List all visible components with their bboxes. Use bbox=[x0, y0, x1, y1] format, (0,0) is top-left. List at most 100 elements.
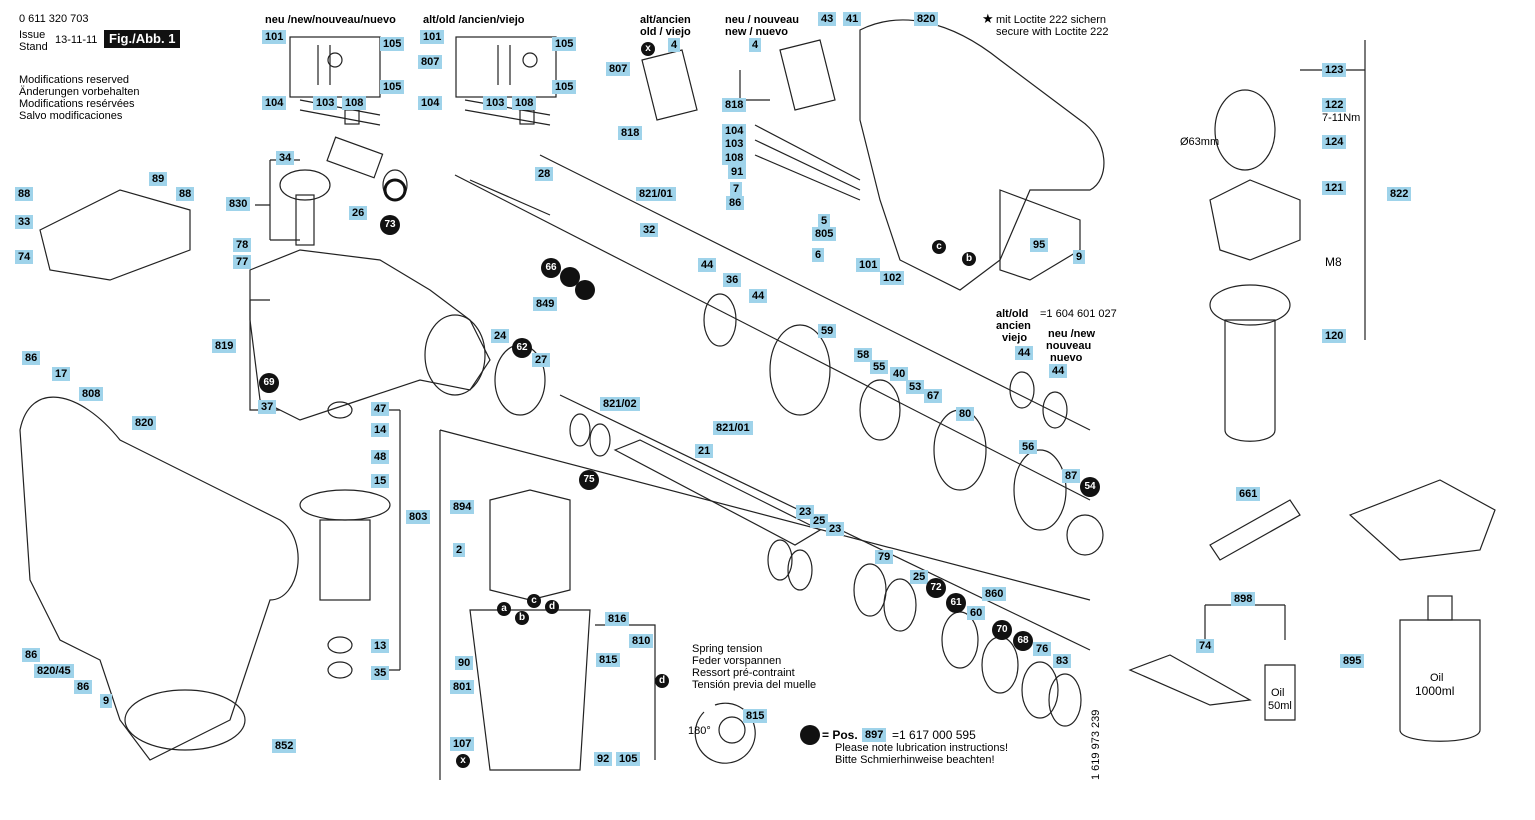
callout-9: 9 bbox=[100, 694, 113, 708]
callout-77: 77 bbox=[233, 255, 252, 269]
letter-dot-c: c bbox=[932, 240, 946, 254]
issue-date: 13-11-11 bbox=[55, 34, 98, 46]
callout-21: 21 bbox=[695, 444, 714, 458]
footnote-line: Please note lubrication instructions! bbox=[835, 742, 1009, 754]
callout-104: 104 bbox=[722, 124, 747, 138]
spring-tension-line: Tensión previa del muelle bbox=[692, 679, 817, 691]
callout-105: 105 bbox=[616, 752, 641, 766]
callout-48: 48 bbox=[371, 450, 390, 464]
callout-36: 36 bbox=[723, 273, 742, 287]
switch-old bbox=[641, 49, 698, 121]
dot-72: 72 bbox=[926, 578, 946, 598]
callout-819: 819 bbox=[212, 339, 237, 353]
callout-86: 86 bbox=[74, 680, 93, 694]
callout-849: 849 bbox=[533, 297, 558, 311]
callout-14: 14 bbox=[371, 423, 390, 437]
footnote-pos-number: 897 bbox=[862, 728, 887, 742]
callout-108: 108 bbox=[512, 96, 537, 110]
handle-disc bbox=[1209, 284, 1291, 326]
brush-holder-801 bbox=[469, 609, 591, 771]
callout-67: 67 bbox=[924, 389, 943, 403]
callout-122: 122 bbox=[1322, 98, 1347, 112]
new-ring-header: nouveau bbox=[1046, 340, 1092, 352]
new-ring-header: nuevo bbox=[1050, 352, 1083, 364]
lub-dot-1 bbox=[560, 267, 580, 287]
grease-tube-661 bbox=[1209, 499, 1301, 561]
dot-69: 69 bbox=[259, 373, 279, 393]
lub-dot-2 bbox=[575, 280, 595, 300]
oil-small-label: Oil bbox=[1271, 687, 1285, 699]
mods-line: Modifications reserved bbox=[19, 74, 130, 86]
callout-860: 860 bbox=[982, 587, 1007, 601]
callout-818: 818 bbox=[722, 98, 747, 112]
callout-15: 15 bbox=[371, 474, 390, 488]
callout-821-02: 821/02 bbox=[600, 397, 640, 411]
callout-86: 86 bbox=[22, 648, 41, 662]
footnote-part-number: =1 617 000 595 bbox=[892, 728, 976, 742]
callout-78: 78 bbox=[233, 238, 252, 252]
callout-87: 87 bbox=[1062, 469, 1081, 483]
torque-label: 7-11Nm bbox=[1322, 112, 1361, 124]
old-ring-number: =1 604 601 027 bbox=[1040, 308, 1117, 320]
callout-4: 4 bbox=[749, 38, 762, 52]
callout-852: 852 bbox=[272, 739, 297, 753]
clamp-band-123 bbox=[1214, 89, 1276, 171]
dot-54: 54 bbox=[1080, 477, 1100, 497]
part-number: 0 611 320 703 bbox=[19, 13, 89, 25]
callout-44: 44 bbox=[698, 258, 717, 272]
star-icon: ★ bbox=[982, 11, 994, 26]
callout-123: 123 bbox=[1322, 63, 1347, 77]
issue-label: Issue bbox=[19, 29, 46, 41]
callout-830: 830 bbox=[226, 197, 251, 211]
callout-95: 95 bbox=[1030, 238, 1049, 252]
callout-805: 805 bbox=[812, 227, 837, 241]
callout-807: 807 bbox=[606, 62, 631, 76]
callout-661: 661 bbox=[1236, 487, 1261, 501]
dot-62: 62 bbox=[512, 338, 532, 358]
callout-80: 80 bbox=[956, 407, 975, 421]
oil-bottle-small bbox=[1264, 664, 1296, 721]
callout-25: 25 bbox=[810, 514, 829, 528]
callout-92: 92 bbox=[594, 752, 613, 766]
callout-104: 104 bbox=[418, 96, 443, 110]
callout-104: 104 bbox=[262, 96, 287, 110]
callout-101: 101 bbox=[262, 30, 287, 44]
callout-35: 35 bbox=[371, 666, 390, 680]
figure-label: Fig./Abb. 1 bbox=[104, 30, 181, 48]
callout-37: 37 bbox=[258, 400, 277, 414]
callout-820-45: 820/45 bbox=[34, 664, 74, 678]
callout-895: 895 bbox=[1340, 654, 1365, 668]
mods-line: Modifications resérvées bbox=[19, 98, 135, 110]
new-switch-header: neu / nouveau bbox=[725, 14, 799, 26]
stand-label: Stand bbox=[19, 41, 48, 53]
old-ring-header: ancien bbox=[996, 320, 1031, 332]
callout-43: 43 bbox=[818, 12, 837, 26]
callout-74: 74 bbox=[15, 250, 34, 264]
callout-79: 79 bbox=[875, 550, 894, 564]
callout-59: 59 bbox=[818, 324, 837, 338]
callout-44-new: 44 bbox=[1049, 364, 1068, 378]
callout-17: 17 bbox=[52, 367, 71, 381]
callout-818: 818 bbox=[618, 126, 643, 140]
callout-105: 105 bbox=[552, 37, 577, 51]
housing-820-bottom bbox=[19, 396, 299, 761]
dot-66: 66 bbox=[541, 258, 561, 278]
dot-75: 75 bbox=[579, 470, 599, 490]
callout-44-old: 44 bbox=[1015, 346, 1034, 360]
callout-90: 90 bbox=[455, 656, 474, 670]
callout-121: 121 bbox=[1322, 181, 1347, 195]
handle-120 bbox=[1224, 319, 1276, 442]
new-switch-header: new / nuevo bbox=[725, 26, 788, 38]
callout-801: 801 bbox=[450, 680, 475, 694]
old-ring-header: viejo bbox=[1002, 332, 1028, 344]
new-wiring-header: neu /new/nouveau/nuevo bbox=[265, 14, 396, 26]
callout-74: 74 bbox=[1196, 639, 1215, 653]
old-switch-header: alt/ancien bbox=[640, 14, 691, 26]
new-ring-header: neu /new bbox=[1048, 328, 1096, 340]
callout-86: 86 bbox=[726, 196, 745, 210]
footnote-line: Bitte Schmierhinweise beachten! bbox=[835, 754, 995, 766]
callout-105: 105 bbox=[380, 80, 405, 94]
spindle-21 bbox=[613, 439, 822, 546]
switch-new bbox=[779, 39, 836, 111]
callout-25: 25 bbox=[910, 570, 929, 584]
